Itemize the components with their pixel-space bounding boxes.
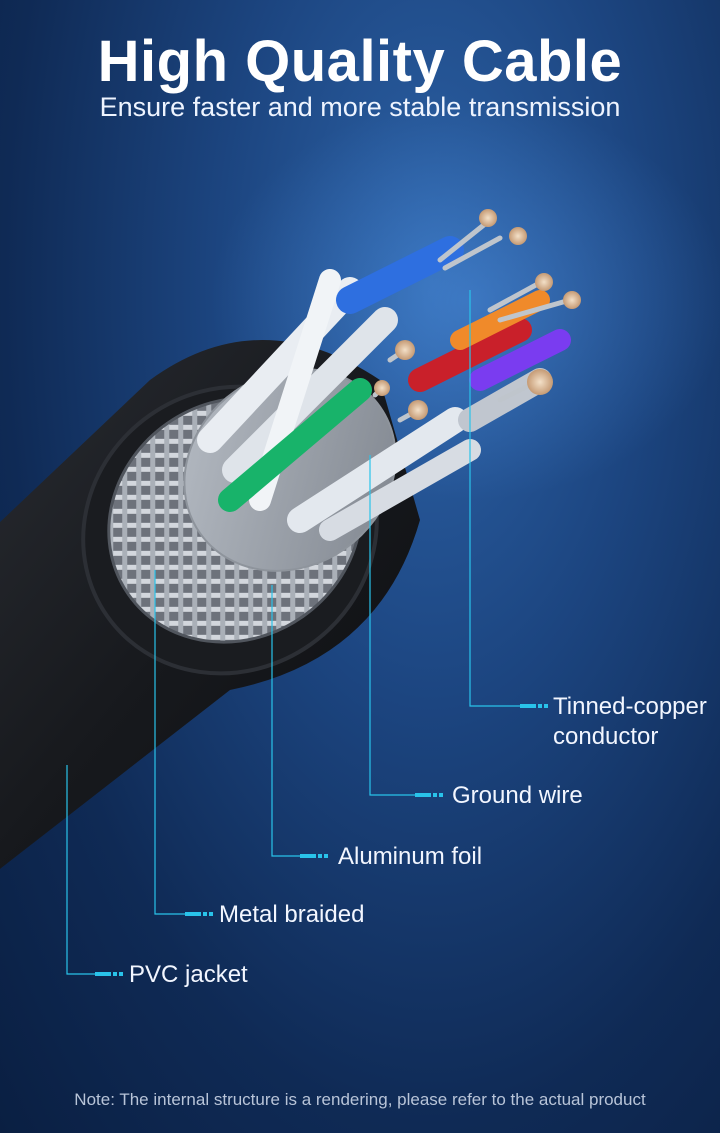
callout-tinned-copper-line1: Tinned-copper (553, 693, 707, 720)
callout-ground-wire: Ground wire (452, 782, 583, 809)
callout-arrows (95, 704, 548, 976)
footer-note: Note: The internal structure is a render… (74, 1090, 646, 1109)
page-title: High Quality Cable (97, 29, 623, 94)
callout-metal-braided: Metal braided (219, 901, 365, 928)
copper-ends (374, 209, 581, 420)
callout-pvc-jacket: PVC jacket (129, 961, 248, 988)
page-subtitle: Ensure faster and more stable transmissi… (99, 92, 621, 122)
callout-aluminum-foil: Aluminum foil (338, 843, 483, 870)
callout-tinned-copper-conductor: Tinned-copper conductor (553, 692, 707, 752)
callout-lines (66, 290, 520, 975)
callout-tinned-copper-line2: conductor (553, 723, 659, 750)
